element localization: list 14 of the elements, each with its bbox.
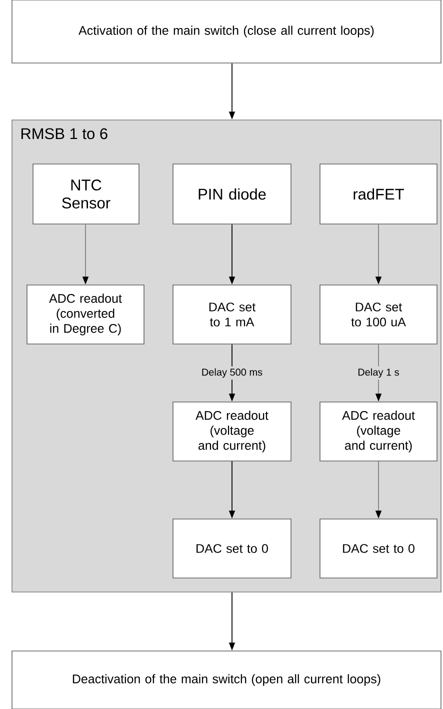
process-box: DAC set to 100 uA	[320, 284, 438, 344]
process-box: ADC readout (voltage and current)	[320, 402, 438, 462]
edge-label: Delay 500 ms	[199, 366, 265, 380]
process-box: DAC set to 0	[172, 518, 292, 578]
sensor-box: PIN diode	[172, 164, 292, 224]
process-box: DAC set to 0	[320, 518, 438, 578]
sensor-box: NTC Sensor	[32, 164, 140, 224]
process-box: ADC readout (converted in Degree C)	[26, 284, 144, 344]
step-box: Deactivation of the main switch (open all current loops)	[12, 650, 442, 709]
edge-label: Delay 1 s	[356, 366, 402, 380]
process-box: DAC set to 1 mA	[172, 284, 292, 344]
step-box: Activation of the main switch (close all current loops)	[12, 0, 442, 64]
sensor-box: radFET	[320, 164, 438, 224]
process-box: ADC readout (voltage and current)	[172, 402, 292, 462]
